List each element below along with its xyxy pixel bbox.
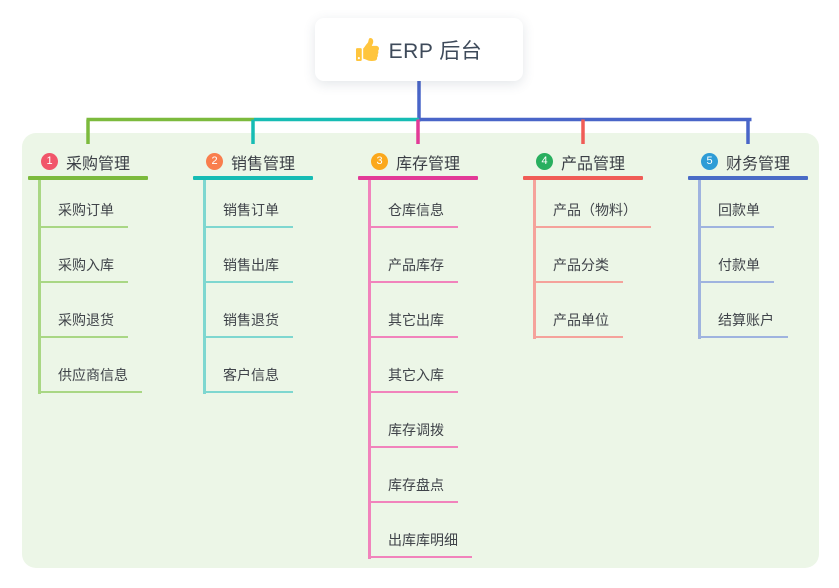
branch-label: 销售管理 <box>231 155 296 173</box>
child-node[interactable]: 出库库明细 <box>368 526 472 558</box>
root-node[interactable]: ERP 后台 <box>315 18 523 81</box>
branch-node-3[interactable]: 3 库存管理 <box>358 146 478 177</box>
child-node[interactable]: 采购订单 <box>38 196 128 228</box>
child-node[interactable]: 采购退货 <box>38 306 128 338</box>
child-node[interactable]: 产品（物料） <box>533 196 651 228</box>
child-node[interactable]: 仓库信息 <box>368 196 458 228</box>
thumbs-up-icon <box>355 38 379 61</box>
branch-index-badge: 3 <box>371 153 388 170</box>
branch-children-line <box>698 179 701 339</box>
branch-label: 财务管理 <box>726 155 791 173</box>
branch-children-line <box>38 179 41 394</box>
child-node[interactable]: 其它出库 <box>368 306 458 338</box>
child-node[interactable]: 回款单 <box>698 196 774 228</box>
branch-node-5[interactable]: 5 财务管理 <box>688 146 808 177</box>
branch-label: 库存管理 <box>396 155 461 173</box>
branch-underline <box>28 176 148 180</box>
branch-children-line <box>368 179 371 559</box>
child-node[interactable]: 结算账户 <box>698 306 788 338</box>
child-node[interactable]: 供应商信息 <box>38 361 142 393</box>
child-node[interactable]: 库存调拨 <box>368 416 458 448</box>
child-node[interactable]: 销售出库 <box>203 251 293 283</box>
branch-underline <box>358 176 478 180</box>
branch-underline <box>688 176 808 180</box>
child-node[interactable]: 产品分类 <box>533 251 623 283</box>
branch-underline <box>523 176 643 180</box>
branch-index-badge: 4 <box>536 153 553 170</box>
branch-children-line <box>533 179 536 339</box>
child-node[interactable]: 库存盘点 <box>368 471 458 503</box>
branch-underline <box>193 176 313 180</box>
branch-index-badge: 2 <box>206 153 223 170</box>
branch-children-line <box>203 179 206 394</box>
branch-index-badge: 5 <box>701 153 718 170</box>
child-node[interactable]: 客户信息 <box>203 361 293 393</box>
child-node[interactable]: 其它入库 <box>368 361 458 393</box>
child-node[interactable]: 销售退货 <box>203 306 293 338</box>
child-node[interactable]: 销售订单 <box>203 196 293 228</box>
branch-index-badge: 1 <box>41 153 58 170</box>
branch-label: 产品管理 <box>561 155 626 173</box>
branch-label: 采购管理 <box>66 155 131 173</box>
branch-node-2[interactable]: 2 销售管理 <box>193 146 313 177</box>
root-title: ERP 后台 <box>388 39 483 63</box>
child-node[interactable]: 采购入库 <box>38 251 128 283</box>
child-node[interactable]: 付款单 <box>698 251 774 283</box>
branch-node-4[interactable]: 4 产品管理 <box>523 146 643 177</box>
child-node[interactable]: 产品单位 <box>533 306 623 338</box>
child-node[interactable]: 产品库存 <box>368 251 458 283</box>
branch-node-1[interactable]: 1 采购管理 <box>28 146 148 177</box>
mindmap-panel <box>22 133 819 568</box>
